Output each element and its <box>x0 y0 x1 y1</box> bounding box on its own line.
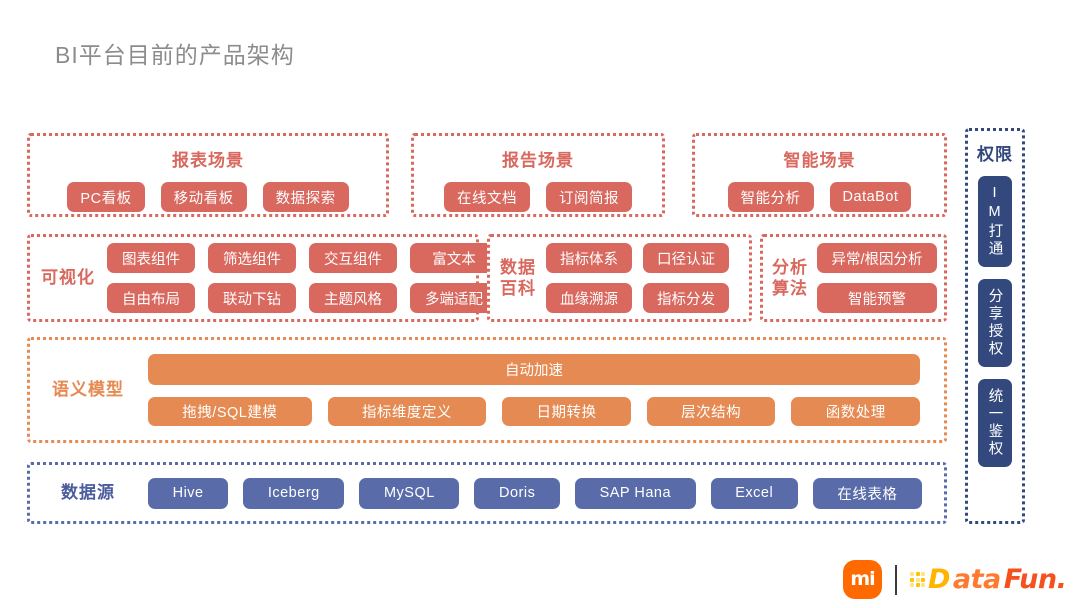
semantic-model-item[interactable]: 函数处理 <box>791 397 921 426</box>
data-source-item-iceberg[interactable]: Iceberg <box>243 477 345 509</box>
data-source-label: 数据源 <box>61 483 115 503</box>
permission-item-share-auth[interactable]: 分享授权 <box>978 279 1012 367</box>
capability-item[interactable]: 筛选组件 <box>208 243 296 273</box>
scene-group-report-doc: 报告场景 在线文档 订阅简报 <box>411 133 665 217</box>
scene-item-online-doc[interactable]: 在线文档 <box>444 182 530 212</box>
datafun-text-ata: ata <box>952 564 1001 595</box>
data-source-item-sap-hana[interactable]: SAP Hana <box>574 477 696 509</box>
label-line-2: 百科 <box>500 279 536 298</box>
semantic-model-item[interactable]: 层次结构 <box>646 397 776 426</box>
capability-label-data-encyclopedia: 数据 百科 <box>500 257 536 300</box>
scene-item-mobile-dashboard[interactable]: 移动看板 <box>160 182 247 212</box>
capability-label-visualization: 可视化 <box>41 268 95 288</box>
semantic-model-item[interactable]: 拖拽/SQL建模 <box>148 397 312 426</box>
scene-title: 报表场景 <box>172 151 244 170</box>
scene-item-pc-dashboard[interactable]: PC看板 <box>67 182 145 212</box>
capability-item[interactable]: 联动下钻 <box>208 283 296 313</box>
scene-pill-row: 智能分析 DataBot <box>695 182 944 212</box>
scene-item-data-exploration[interactable]: 数据探索 <box>262 182 349 212</box>
semantic-model-group: 语义模型 自动加速 拖拽/SQL建模 指标维度定义 日期转换 层次结构 函数处理 <box>27 337 947 443</box>
capability-item[interactable]: 血缘溯源 <box>546 283 632 313</box>
label-line-2: 算法 <box>772 279 808 298</box>
capability-item[interactable]: 图表组件 <box>107 243 195 273</box>
datafun-dots-icon <box>910 572 925 587</box>
semantic-model-label: 语义模型 <box>52 380 124 400</box>
capability-item[interactable]: 富文本 <box>410 243 498 273</box>
scene-item-databot[interactable]: DataBot <box>829 182 912 212</box>
data-source-item-online-sheet[interactable]: 在线表格 <box>812 477 923 509</box>
xiaomi-logo-icon: mi <box>843 560 882 599</box>
semantic-model-items-row: 拖拽/SQL建模 指标维度定义 日期转换 层次结构 函数处理 <box>148 397 921 426</box>
mi-glyph: mi <box>850 568 875 590</box>
semantic-model-accelerate[interactable]: 自动加速 <box>148 354 920 385</box>
logo-divider <box>895 564 897 595</box>
label-line-1: 分析 <box>772 257 808 277</box>
semantic-model-item[interactable]: 日期转换 <box>502 397 631 426</box>
capability-item[interactable]: 指标体系 <box>546 243 632 273</box>
capability-item[interactable]: 多端适配 <box>410 283 498 313</box>
capability-item[interactable]: 交互组件 <box>309 243 397 273</box>
capability-group-data-encyclopedia: 数据 百科 指标体系 口径认证 血缘溯源 指标分发 <box>487 234 752 322</box>
datafun-text-fun: Fun. <box>1003 564 1067 595</box>
data-source-items-row: Hive Iceberg MySQL Doris SAP Hana Excel … <box>148 477 944 509</box>
scene-group-report: 报表场景 PC看板 移动看板 数据探索 <box>27 133 389 217</box>
scene-group-intelligent: 智能场景 智能分析 DataBot <box>692 133 947 217</box>
permission-title: 权限 <box>977 145 1013 164</box>
page-title: BI平台目前的产品架构 <box>55 42 295 68</box>
capability-item[interactable]: 口径认证 <box>643 243 729 273</box>
capability-grid-visualization: 图表组件 筛选组件 交互组件 富文本 自由布局 联动下钻 主题风格 多端适配 <box>107 243 498 313</box>
data-source-group: 数据源 Hive Iceberg MySQL Doris SAP Hana Ex… <box>27 462 947 524</box>
capability-grid-data-encyclopedia: 指标体系 口径认证 血缘溯源 指标分发 <box>546 243 729 313</box>
permission-group: 权限 IM打通 分享授权 统一鉴权 <box>965 128 1025 524</box>
capability-group-analysis-algorithm: 分析 算法 异常/根因分析 智能预警 <box>760 234 947 322</box>
capability-label-analysis-algorithm: 分析 算法 <box>772 257 808 300</box>
scene-item-intelligent-analysis[interactable]: 智能分析 <box>727 182 814 212</box>
scene-pill-row: PC看板 移动看板 数据探索 <box>30 182 386 212</box>
scene-title: 智能场景 <box>783 151 856 170</box>
capability-item[interactable]: 指标分发 <box>643 283 729 313</box>
data-source-item-mysql[interactable]: MySQL <box>359 477 460 509</box>
permission-item-unified-auth[interactable]: 统一鉴权 <box>978 379 1012 467</box>
scene-title: 报告场景 <box>502 151 574 170</box>
data-source-item-hive[interactable]: Hive <box>148 477 229 509</box>
capability-item[interactable]: 异常/根因分析 <box>817 243 937 273</box>
data-source-item-doris[interactable]: Doris <box>474 477 560 509</box>
capability-item[interactable]: 主题风格 <box>309 283 397 313</box>
capability-grid-analysis-algorithm: 异常/根因分析 智能预警 <box>817 243 937 313</box>
semantic-model-item[interactable]: 指标维度定义 <box>327 397 487 426</box>
scene-item-subscription-brief[interactable]: 订阅简报 <box>546 182 632 212</box>
capability-item[interactable]: 自由布局 <box>107 283 195 313</box>
label-line-1: 数据 <box>500 257 536 277</box>
datafun-text-d: D <box>928 564 950 595</box>
permission-item-im[interactable]: IM打通 <box>978 176 1012 267</box>
data-source-item-excel[interactable]: Excel <box>710 477 798 509</box>
permission-stack: IM打通 分享授权 统一鉴权 <box>968 176 1022 467</box>
capability-item[interactable]: 智能预警 <box>817 283 937 313</box>
scene-pill-row: 在线文档 订阅简报 <box>414 182 662 212</box>
capability-group-visualization: 可视化 图表组件 筛选组件 交互组件 富文本 自由布局 联动下钻 主题风格 多端… <box>27 234 498 322</box>
